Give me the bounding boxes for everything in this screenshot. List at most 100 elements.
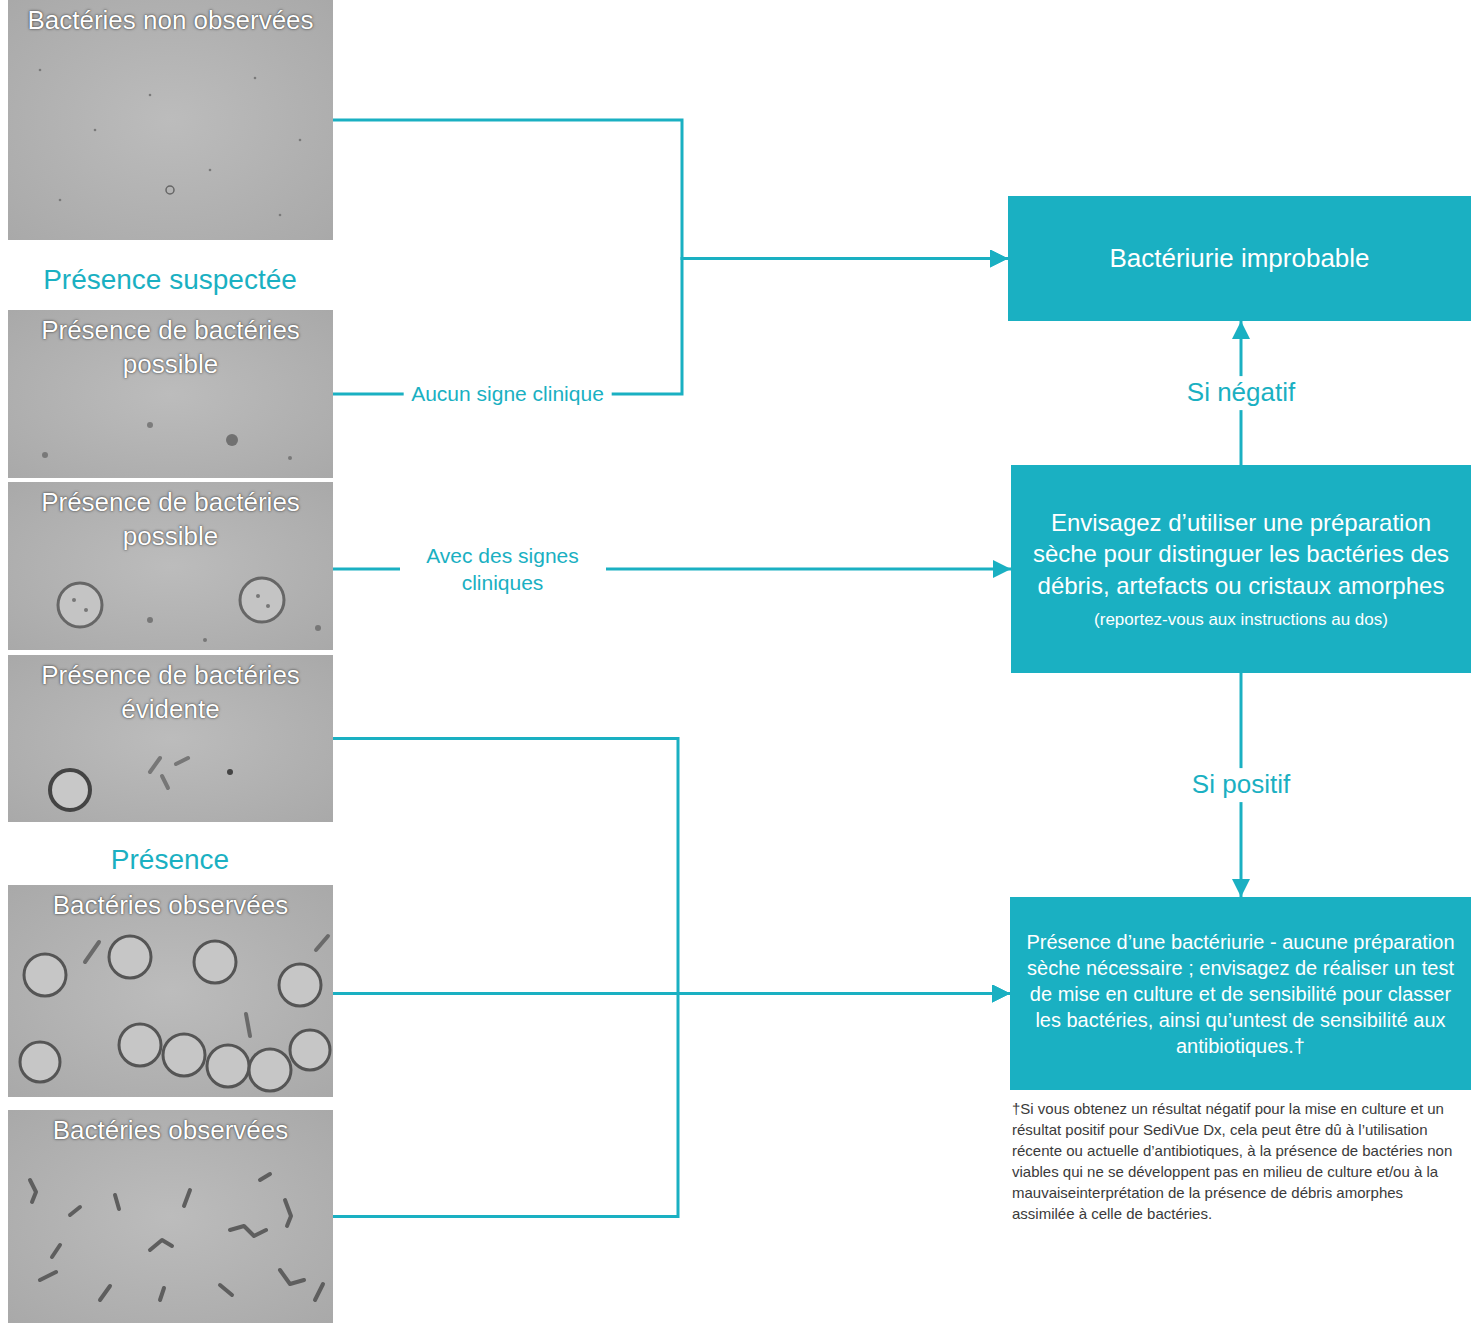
cell-shape [58,583,102,627]
cell-shape [226,434,238,446]
cell-shape [147,617,153,623]
process-box: Bactériurie improbable [1008,196,1471,321]
rod-shape [230,1226,266,1236]
illustration-group [39,69,302,217]
group-heading: Présence suspectée [43,262,297,298]
cell-shape [72,598,76,602]
cell-shape [249,1049,291,1091]
cell-shape [240,578,284,622]
rod-shape [52,1245,60,1257]
edge-label: Si négatif [1179,376,1303,410]
flow-arrow [333,120,1008,259]
cell-shape [42,452,48,458]
rod-shape [316,936,328,950]
micrograph-ground [8,1110,333,1323]
cell-shape [254,77,257,80]
micrograph-panel: Bactéries observées [8,1110,333,1323]
micrograph-ground [8,655,333,822]
group-heading: Présence [111,842,229,878]
cell-shape [20,1042,60,1082]
cell-shape [24,954,66,996]
flow-arrow [333,259,1008,395]
process-box: Présence d’une bactériurie - aucune prép… [1010,897,1471,1090]
node-text: Envisagez d’utiliser une préparation sèc… [1025,507,1457,601]
node-text: Bactéries observées [53,889,289,923]
node-text: Bactéries observées [53,1114,289,1148]
micrograph-ground [8,885,333,1097]
node-text: Présence de bactéries possible [14,314,327,382]
cell-shape [84,608,88,612]
node-text: Bactéries non observées [27,4,313,38]
cell-shape [207,1045,249,1087]
micrograph-ground [8,0,333,240]
micrograph-panel: Présence de bactéries possible [8,310,333,478]
cell-shape [209,169,212,172]
node-subtext: (reportez-vous aux instructions au dos) [1094,609,1388,631]
cell-shape [147,422,153,428]
cell-shape [288,456,292,460]
illustration-group [42,422,292,460]
cell-shape [119,1024,161,1066]
rod-shape [162,776,168,788]
rod-shape [220,1285,232,1295]
cell-shape [94,129,97,132]
illustration-group [20,936,330,1091]
micrograph-ground [8,482,333,650]
cell-shape [109,936,151,978]
flow-arrow [333,994,1010,1217]
cell-shape [166,186,174,194]
node-text: Présence d’une bactériurie - aucune prép… [1024,929,1457,1059]
cell-shape [203,638,207,642]
illustration-group [85,936,328,1036]
cell-shape [290,1030,330,1070]
illustration-group [72,594,321,642]
micrograph-panel: Présence de bactéries évidente [8,655,333,822]
rod-shape [70,1207,80,1215]
cell-shape [315,625,321,631]
rod-shape [315,1284,323,1300]
micrograph-panel: Bactéries observées [8,885,333,1097]
cell-shape [194,941,236,983]
cell-shape [256,594,260,598]
rod-shape [150,758,160,772]
micrograph-panel: Bactéries non observées [8,0,333,240]
cell-shape [59,199,62,202]
illustration-group [58,578,284,627]
cell-shape [279,964,321,1006]
rod-shape [184,1190,190,1206]
cell-shape [266,604,270,608]
rod-shape [246,1014,250,1036]
cell-shape [39,69,42,72]
rod-shape [85,942,99,962]
flow-arrow [333,739,1010,994]
cell-shape [149,94,152,97]
edge-label: Avec des signes cliniques [400,542,606,597]
rod-shape [285,1200,291,1226]
micrograph-ground [8,310,333,478]
micrograph-panel: Présence de bactéries possible [8,482,333,650]
footnote: †Si vous obtenez un résultat négatif pou… [1012,1098,1467,1224]
node-text: Présence de bactéries évidente [14,659,327,727]
rod-shape [160,1288,164,1300]
rod-shape [260,1174,270,1180]
rod-shape [176,758,188,764]
illustration-group [150,758,188,788]
rod-shape [280,1270,304,1284]
edge-label: Si positif [1184,768,1298,802]
node-text: Bactériurie improbable [1109,242,1369,276]
process-box: Envisagez d’utiliser une préparation sèc… [1011,465,1471,673]
rod-shape [30,1180,36,1202]
rod-shape [100,1286,110,1300]
node-text: Présence de bactéries possible [14,486,327,554]
cell-shape [279,214,282,217]
edge-label: Aucun signe clinique [403,380,612,407]
cell-shape [299,139,302,142]
cell-shape [227,769,233,775]
cell-shape [163,1034,205,1076]
rod-shape [150,1240,172,1250]
rod-shape [40,1272,56,1280]
rod-shape [115,1195,119,1209]
illustration-group [30,1174,323,1300]
cell-shape [50,770,90,810]
